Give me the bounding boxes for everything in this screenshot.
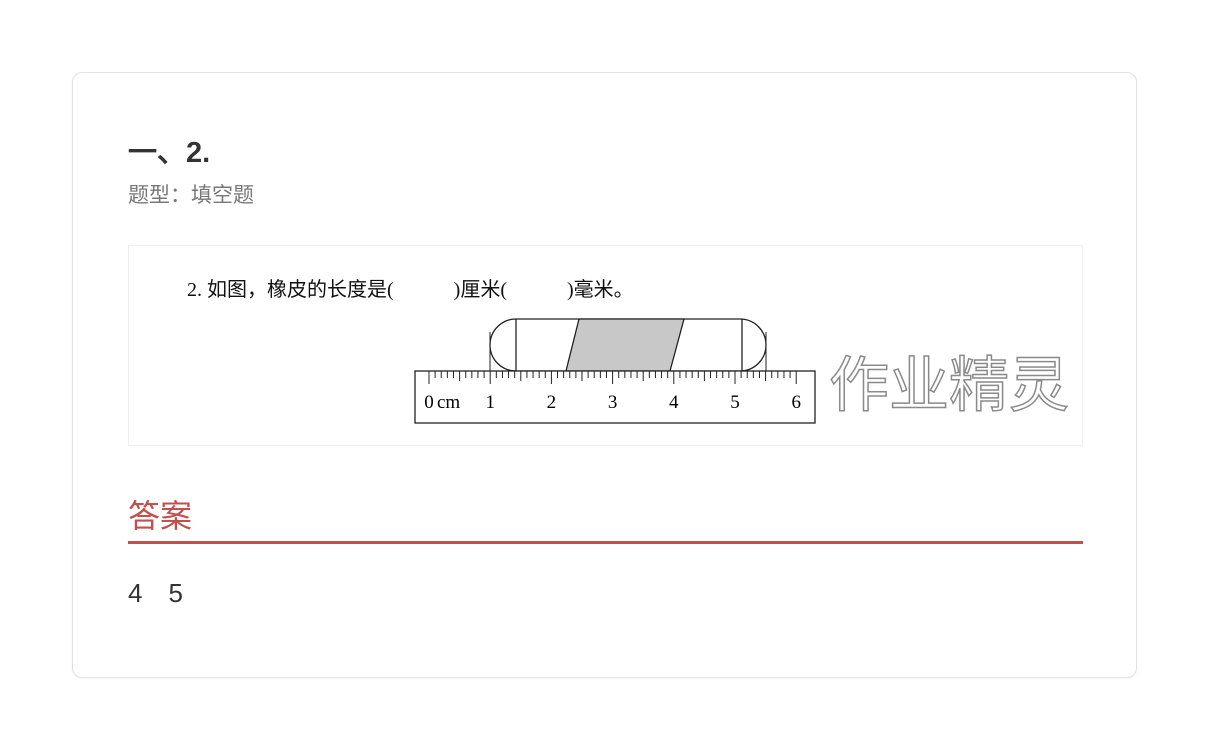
- ruler-label: 1: [485, 392, 495, 413]
- watermark: 作业精灵: [828, 350, 1070, 422]
- ruler: 0 1 2 3 4 5 6 cm: [414, 370, 816, 424]
- question-card: 一、2. 题型：填空题 2. 如图，橡皮的长度是( )厘米( )毫米。 0 1 2 3…: [72, 72, 1137, 678]
- ruler-label: 5: [730, 392, 740, 413]
- ruler-label: 3: [608, 392, 618, 413]
- ruler-label: 4: [669, 392, 679, 413]
- eraser: [489, 318, 767, 372]
- svg-text:作业精灵: 作业精灵: [829, 351, 1069, 421]
- question-type: 题型：填空题: [128, 183, 254, 207]
- answer-heading: 答案: [128, 497, 193, 535]
- ruler-label: 0: [424, 392, 434, 413]
- ruler-label: 6: [791, 392, 801, 413]
- answer-divider: [128, 541, 1083, 544]
- answer-text: 4 5: [128, 578, 183, 608]
- question-title: 一、2.: [128, 137, 211, 169]
- question-text: 2. 如图，橡皮的长度是( )厘米( )毫米。: [187, 278, 634, 301]
- ruler-eraser-diagram: 2. 如图，橡皮的长度是( )厘米( )毫米。 0 1 2 3 4 5 6 cm 作业精灵: [187, 278, 1070, 424]
- ruler-label: 2: [547, 392, 557, 413]
- ruler-unit: cm: [437, 392, 460, 413]
- question-figure: 2. 如图，橡皮的长度是( )厘米( )毫米。 0 1 2 3 4 5 6 cm 作业精灵: [128, 245, 1083, 446]
